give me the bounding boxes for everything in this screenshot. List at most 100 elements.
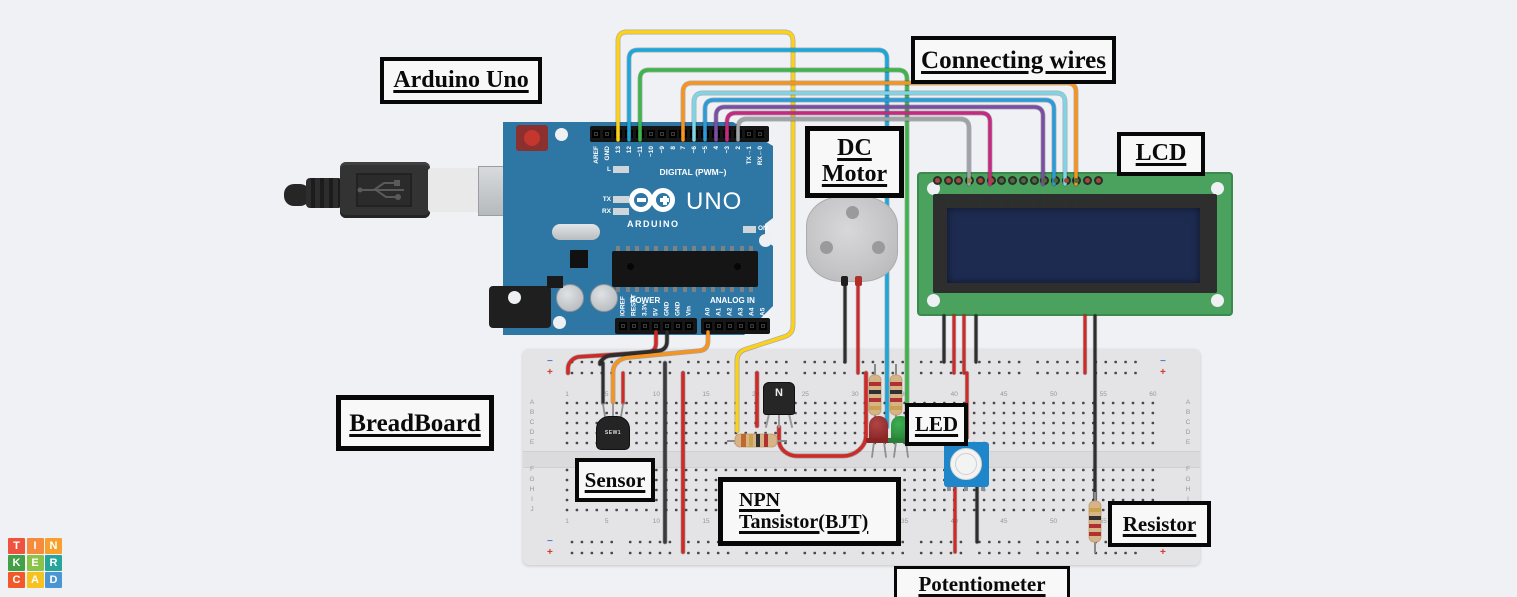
lcd-pin-label: GND xyxy=(934,195,940,205)
header-pin[interactable] xyxy=(625,130,633,138)
breadboard-row-letter: B xyxy=(529,409,535,416)
digital-pin-label: 12 xyxy=(625,146,633,154)
header-pin[interactable] xyxy=(636,130,644,138)
header-pin[interactable] xyxy=(734,130,742,138)
lcd-pin-label: LED xyxy=(1095,196,1101,205)
breadboard-row-letter: F xyxy=(530,466,534,473)
header-pin[interactable] xyxy=(690,130,698,138)
header-pin[interactable] xyxy=(712,130,720,138)
tinkercad-logo-letter: T xyxy=(8,538,25,554)
label-lcd-text: LCD xyxy=(1135,140,1187,167)
tinkercad-logo-letter: K xyxy=(8,555,25,571)
breadboard-row-letter: G xyxy=(529,476,535,483)
npn-transistor[interactable]: N xyxy=(763,382,795,415)
lcd-pin-center xyxy=(1010,178,1015,183)
analog-pin-label: A3 xyxy=(737,307,745,316)
lcd-pin-center xyxy=(956,178,961,183)
usb-plug[interactable] xyxy=(428,168,482,212)
motor-terminal-red[interactable] xyxy=(855,276,862,286)
header-pin[interactable] xyxy=(669,130,677,138)
breadboard-col-number: 10 xyxy=(652,391,660,398)
crystal-oscillator xyxy=(552,224,600,240)
breadboard-row-letter: D xyxy=(529,429,535,436)
label-dc-text: DC xyxy=(837,135,872,162)
lcd-pin-label: DB0 xyxy=(998,196,1004,205)
breadboard-row-letter: A xyxy=(529,399,535,406)
lcd-pin-center xyxy=(1074,178,1079,183)
lcd-pin-center xyxy=(978,178,983,183)
digital-pin-label: ~10 xyxy=(647,146,655,158)
analog-pin-label: A0 xyxy=(704,307,712,316)
lcd-pin-label: DB5 xyxy=(1052,196,1058,205)
breadboard-col-number: 15 xyxy=(702,518,710,525)
breadboard-col-number: 40 xyxy=(950,391,958,398)
rail-minus-symbol: − xyxy=(547,536,553,547)
tinkercad-logo-letter: A xyxy=(26,572,44,588)
lcd-pin-center xyxy=(1085,178,1090,183)
header-pin[interactable] xyxy=(614,130,622,138)
tinkercad-logo-letter: C xyxy=(8,572,25,588)
tinkercad-logo-letter: N xyxy=(45,538,62,554)
header-pin[interactable] xyxy=(592,130,600,138)
lcd-pin-label: V0 xyxy=(955,199,961,205)
breadboard-row-letter: E xyxy=(529,439,535,446)
breadboard-col-number: 60 xyxy=(1149,391,1157,398)
label-connecting-wires: Connecting wires xyxy=(911,36,1116,84)
tinkercad-logo-letter: R xyxy=(45,555,62,571)
digital-pin-label: RX←0 xyxy=(756,146,764,166)
motor-terminal-black[interactable] xyxy=(841,276,848,286)
lcd-pin-label: DB4 xyxy=(1041,196,1047,205)
header-pin[interactable] xyxy=(679,130,687,138)
breadboard-col-number: 40 xyxy=(950,518,958,525)
digital-pin-label: 8 xyxy=(669,146,677,150)
breadboard-col-number: 20 xyxy=(752,391,760,398)
pot-pin xyxy=(981,485,985,491)
header-pin[interactable] xyxy=(658,130,666,138)
analog-pin-label: A5 xyxy=(759,307,767,316)
label-connecting-wires-text: Connecting wires xyxy=(921,46,1106,74)
analog-pin-label: A1 xyxy=(715,307,723,316)
header-pin[interactable] xyxy=(647,130,655,138)
tinkercad-logo-letter: I xyxy=(26,538,44,554)
analog-pin-label: A4 xyxy=(748,307,756,316)
digital-pin-label: 2 xyxy=(734,146,742,150)
label-breadboard: BreadBoard xyxy=(336,395,494,451)
label-npn-text-1: NPN xyxy=(739,488,781,511)
breadboard-row-letter: D xyxy=(1185,429,1191,436)
lcd-pin-label: RS xyxy=(966,198,972,205)
power-pin-label: 3.3V xyxy=(641,302,649,316)
breadboard-row-letter: I xyxy=(531,496,533,503)
usb-cable-ridges[interactable] xyxy=(306,178,342,208)
rail-minus-symbol: − xyxy=(547,356,553,367)
header-pin[interactable] xyxy=(756,130,764,138)
breadboard-row-letter: J xyxy=(530,506,534,513)
label-npn: NPN Tansistor(BJT) xyxy=(718,477,901,546)
digital-pin-label: GND xyxy=(603,146,611,161)
board-hole xyxy=(553,316,566,329)
onboard-led-label: L xyxy=(607,166,611,173)
sensor-marking: SEW1 xyxy=(604,430,622,436)
header-pin[interactable] xyxy=(745,130,753,138)
red-led-flange xyxy=(866,438,891,443)
digital-pin-label: ~6 xyxy=(690,146,698,154)
label-motor-text: Motor xyxy=(821,161,888,187)
temperature-sensor[interactable]: SEW1 xyxy=(596,416,630,450)
usb-cable-tail[interactable] xyxy=(284,184,310,206)
board-hole xyxy=(508,291,521,304)
power-pin-label: IOREF xyxy=(619,296,627,316)
usb-symbol-panel xyxy=(356,173,412,207)
tinkercad-logo-letter: D xyxy=(45,572,62,588)
reset-button-cap[interactable] xyxy=(524,130,540,146)
lcd-pin-center xyxy=(1064,178,1069,183)
header-pin[interactable] xyxy=(723,130,731,138)
breadboard-col-number: 1 xyxy=(565,391,569,398)
header-pin[interactable] xyxy=(701,130,709,138)
label-led-text: LED xyxy=(914,412,959,437)
power-pin-label: GND xyxy=(674,301,682,316)
digital-pin-label: ~9 xyxy=(658,146,666,154)
lcd-pin-label: DB1 xyxy=(1009,196,1015,205)
motor-screw xyxy=(872,241,885,254)
header-pin[interactable] xyxy=(603,130,611,138)
breadboard-row-letter: A xyxy=(1185,399,1191,406)
